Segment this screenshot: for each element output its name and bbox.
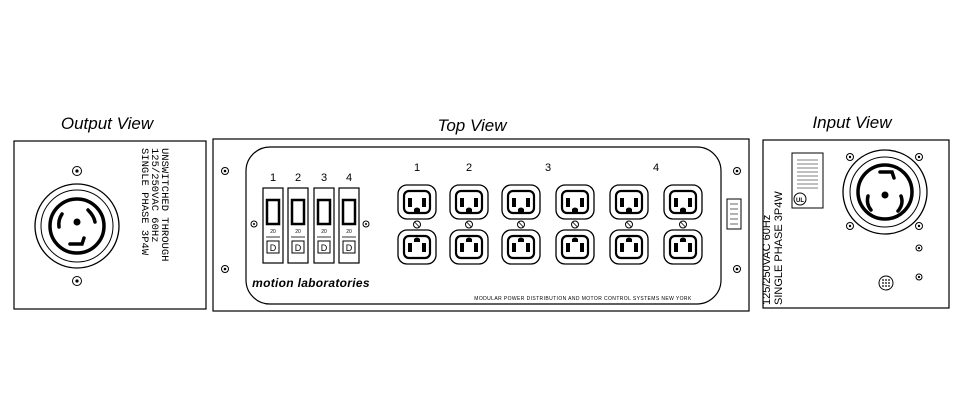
breaker-number-4: 4 (346, 172, 352, 184)
output-view-title: Output View (61, 114, 155, 133)
receptacle-screw-1 (413, 220, 421, 229)
receptacle-outlet-6[interactable] (663, 184, 703, 220)
breaker-number-3: 3 (321, 172, 327, 184)
input-screw-side-1 (915, 244, 923, 252)
receptacle-outlet-9[interactable] (501, 229, 541, 265)
breaker-number-1: 1 (270, 172, 276, 184)
input-screw-top-left (846, 153, 854, 161)
receptacle-screw-2 (465, 220, 473, 229)
circuit-breaker-4[interactable]: 20 D (338, 187, 360, 264)
input-spec-line-2: SINGLE PHASE 3P4W (773, 191, 785, 305)
outlet-group-number-1: 1 (414, 162, 420, 174)
receptacle-outlet-2[interactable] (449, 184, 489, 220)
top-screw-right-lower (733, 265, 741, 273)
output-screw-top (72, 166, 82, 176)
input-screw-side-2 (915, 273, 923, 281)
top-panel: 1 2 3 4 20 D 20 D 20 D (212, 138, 750, 312)
receptacle-outlet-5[interactable] (609, 184, 649, 220)
receptacle-outlet-3[interactable] (501, 184, 541, 220)
output-spec-line-1: UNSWITCHED THROUGH (158, 148, 170, 261)
input-screw-bottom-right (915, 222, 923, 230)
output-spec-line-3: SINGLE PHASE 3P4W (138, 148, 150, 256)
pilot-light-grille (878, 275, 894, 291)
receptacle-outlet-10[interactable] (555, 229, 595, 265)
top-screw-right-upper (733, 167, 741, 175)
outlet-group-number-2: 2 (466, 162, 472, 174)
receptacle-outlet-1[interactable] (397, 184, 437, 220)
breaker-rating-1: 20 (270, 229, 276, 235)
receptacle-screw-6 (679, 220, 687, 229)
input-screw-top-right (915, 153, 923, 161)
circuit-breaker-2[interactable]: 20 D (287, 187, 309, 264)
breaker-letter-3: D (321, 243, 328, 253)
receptacle-outlet-4[interactable] (555, 184, 595, 220)
outlet-group-number-4: 4 (653, 162, 659, 174)
breaker-letter-2: D (295, 243, 302, 253)
breaker-number-2: 2 (295, 172, 301, 184)
input-inlet-connector (842, 149, 928, 235)
breaker-letter-1: D (270, 243, 277, 253)
circuit-breaker-1[interactable]: 20 D (262, 187, 284, 264)
input-spec-line-1: 125/250VAC 60Hz (761, 215, 773, 305)
top-screw-left-upper (221, 167, 229, 175)
duplex-receptacle-grid (397, 184, 703, 265)
output-receptacle (34, 183, 120, 269)
output-panel: UNSWITCHED THROUGH 125/250VAC 60Hz SINGL… (13, 140, 207, 310)
top-screw-left-lower (221, 265, 229, 273)
receptacle-screw-3 (517, 220, 525, 229)
top-view-title: Top View (438, 116, 509, 135)
receptacle-outlet-8[interactable] (449, 229, 489, 265)
outlet-group-number-3: 3 (545, 162, 551, 174)
input-panel: 125/250VAC 60Hz SINGLE PHASE 3P4W UL (761, 139, 950, 309)
receptacle-screw-4 (571, 220, 579, 229)
ul-label: UL (791, 152, 824, 209)
receptacle-outlet-12[interactable] (663, 229, 703, 265)
breaker-rating-4: 20 (346, 229, 352, 235)
output-screw-bottom (72, 276, 82, 286)
receptacle-outlet-11[interactable] (609, 229, 649, 265)
output-spec-line-2: 125/250VAC 60Hz (148, 148, 160, 243)
breaker-screw-right (362, 220, 370, 228)
tagline-text: MODULAR POWER DISTRIBUTION AND MOTOR CON… (474, 296, 692, 302)
brand-logo: motion laboratories (252, 276, 370, 290)
input-screw-bottom-left (846, 222, 854, 230)
receptacle-outlet-7[interactable] (397, 229, 437, 265)
circuit-breaker-3[interactable]: 20 D (313, 187, 335, 264)
ul-listing-mark: UL (796, 198, 804, 204)
rating-label-plate (726, 198, 742, 230)
breaker-screw-left (250, 220, 258, 228)
breaker-rating-3: 20 (321, 229, 327, 235)
input-view-title: Input View (812, 113, 893, 132)
breaker-rating-2: 20 (295, 229, 301, 235)
breaker-letter-4: D (346, 243, 353, 253)
receptacle-screw-5 (625, 220, 633, 229)
